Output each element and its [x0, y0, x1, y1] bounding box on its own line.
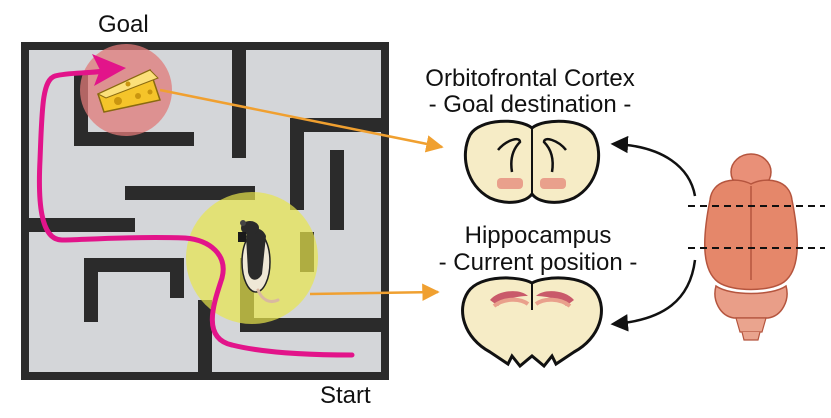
ofc-title: Orbitofrontal Cortex [425, 65, 634, 92]
hippocampus-subtitle: - Current position - [439, 249, 638, 276]
hippocampus-brain-slice [461, 276, 603, 369]
goal-to-ofc-arrow [159, 88, 444, 153]
trajectory-arrowhead [92, 54, 126, 86]
position-to-hippocampus-arrow [309, 283, 440, 301]
brain-to-ofc-arrow [610, 135, 697, 197]
start-label: Start [320, 382, 371, 409]
trajectory-path [36, 67, 355, 358]
rat-icon [238, 220, 280, 304]
ofc-subtitle: - Goal destination - [429, 91, 632, 118]
rat-brain-icon [704, 153, 798, 341]
ofc-brain-slice [463, 119, 601, 204]
ofc-region-right [540, 178, 566, 189]
cheese-icon [96, 68, 161, 113]
goal-label: Goal [98, 11, 149, 38]
ofc-region-left [497, 178, 523, 189]
maze [21, 42, 389, 380]
hippocampus-title: Hippocampus [465, 222, 612, 249]
brain-to-hippocampus-arrow [610, 259, 697, 332]
